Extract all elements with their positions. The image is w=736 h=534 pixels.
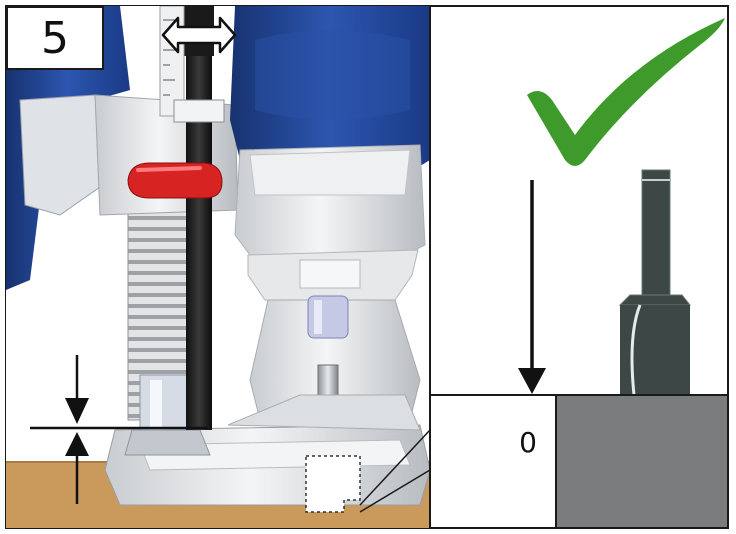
checkmark-icon bbox=[527, 18, 725, 166]
router-bit bbox=[618, 169, 692, 396]
detail-panel bbox=[429, 18, 729, 529]
double-arrow-icon bbox=[161, 16, 237, 54]
zero-reference-box bbox=[429, 394, 557, 529]
step-number-box: 5 bbox=[6, 6, 104, 70]
depth-stop-turret bbox=[139, 374, 191, 436]
callout-line bbox=[359, 429, 431, 506]
step-number: 5 bbox=[41, 12, 69, 64]
router-scene bbox=[6, 6, 430, 528]
depth-lock-knob bbox=[127, 162, 223, 199]
depth-arrows-icon bbox=[30, 355, 208, 504]
depth-rod bbox=[186, 40, 212, 430]
down-arrow-icon bbox=[518, 180, 546, 394]
workpiece-block bbox=[555, 394, 729, 529]
router-housing-left bbox=[6, 6, 130, 290]
detail-marker bbox=[305, 455, 361, 513]
zero-label: 0 bbox=[519, 426, 537, 459]
